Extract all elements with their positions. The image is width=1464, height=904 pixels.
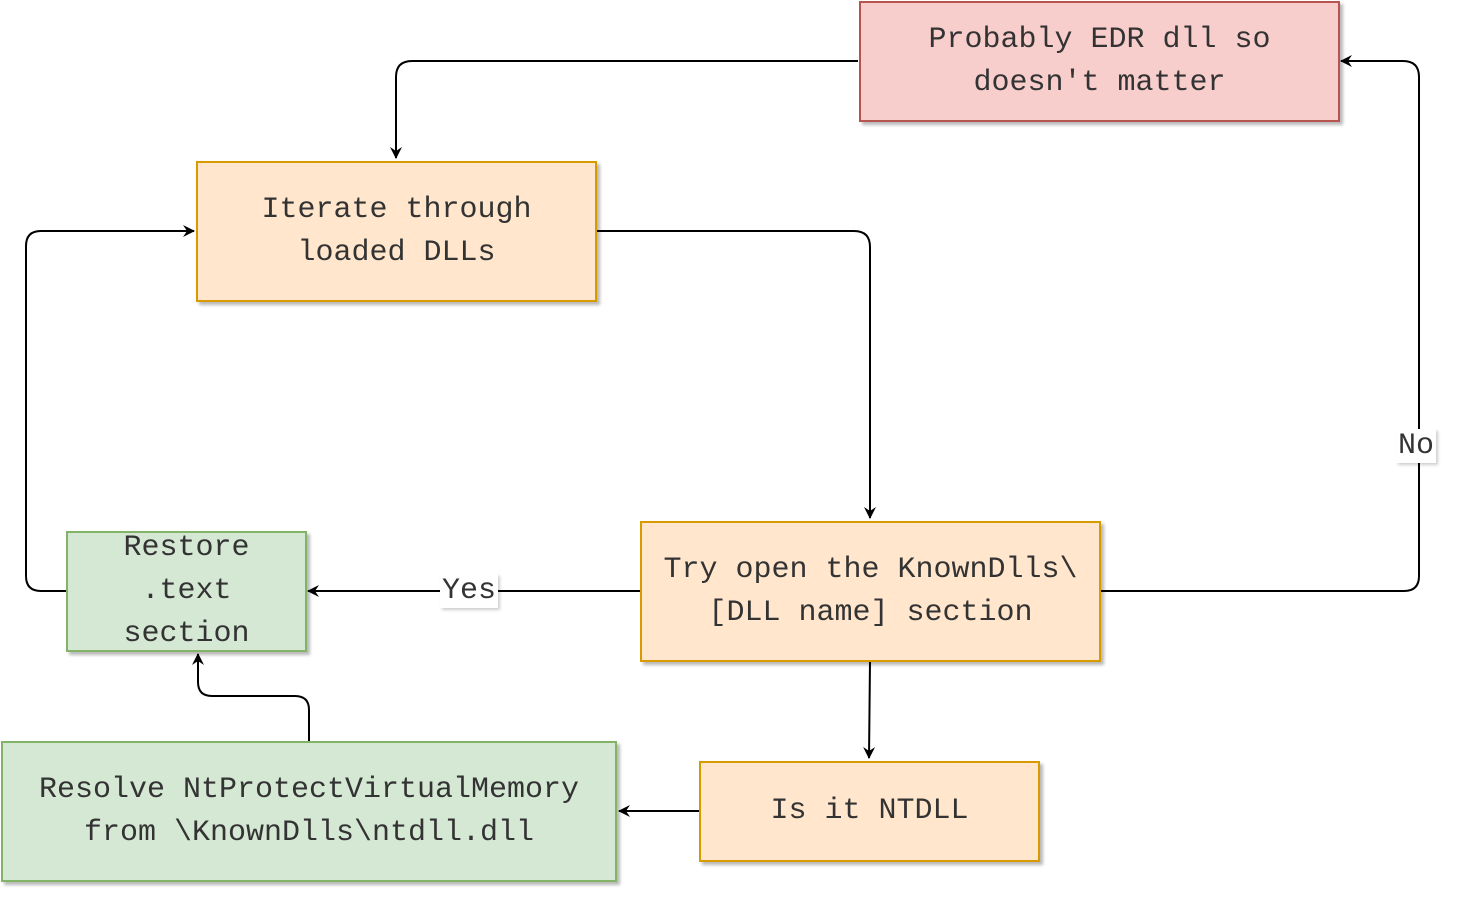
iterate-dlls-node: Iterate through loaded DLLs — [196, 161, 597, 302]
yes-edge-label: Yes — [440, 574, 499, 608]
edge-iterate-to-try-open — [596, 230, 876, 519]
restore-text-section-label: Restore .text section — [123, 531, 250, 651]
edr-dll-label: Probably EDR dll so doesn't matter — [928, 22, 1271, 100]
restore-text-section-node: Restore .text section — [66, 531, 307, 652]
no-edge-label: No — [1396, 429, 1437, 463]
is-it-ntdll-node: Is it NTDLL — [699, 761, 1040, 862]
edr-dll-node: Probably EDR dll so doesn't matter — [859, 1, 1340, 122]
resolve-ntprotect-node: Resolve NtProtectVirtualMemory from \Kno… — [1, 741, 617, 882]
edge-try-open-to-ntdll — [863, 660, 876, 759]
edge-edr-to-iterate — [390, 60, 858, 159]
edge-try-open-to-edr-no — [1100, 55, 1420, 592]
iterate-dlls-label: Iterate through loaded DLLs — [261, 192, 532, 270]
edge-restore-to-iterate — [25, 225, 195, 592]
try-open-section-node: Try open the KnownDlls\[DLL name] sectio… — [640, 521, 1101, 662]
try-open-section-label: Try open the KnownDlls\[DLL name] sectio… — [663, 552, 1078, 630]
is-it-ntdll-label: Is it NTDLL — [770, 794, 969, 828]
resolve-ntprotect-label: Resolve NtProtectVirtualMemory from \Kno… — [38, 772, 580, 850]
edge-resolve-to-restore — [192, 653, 310, 741]
